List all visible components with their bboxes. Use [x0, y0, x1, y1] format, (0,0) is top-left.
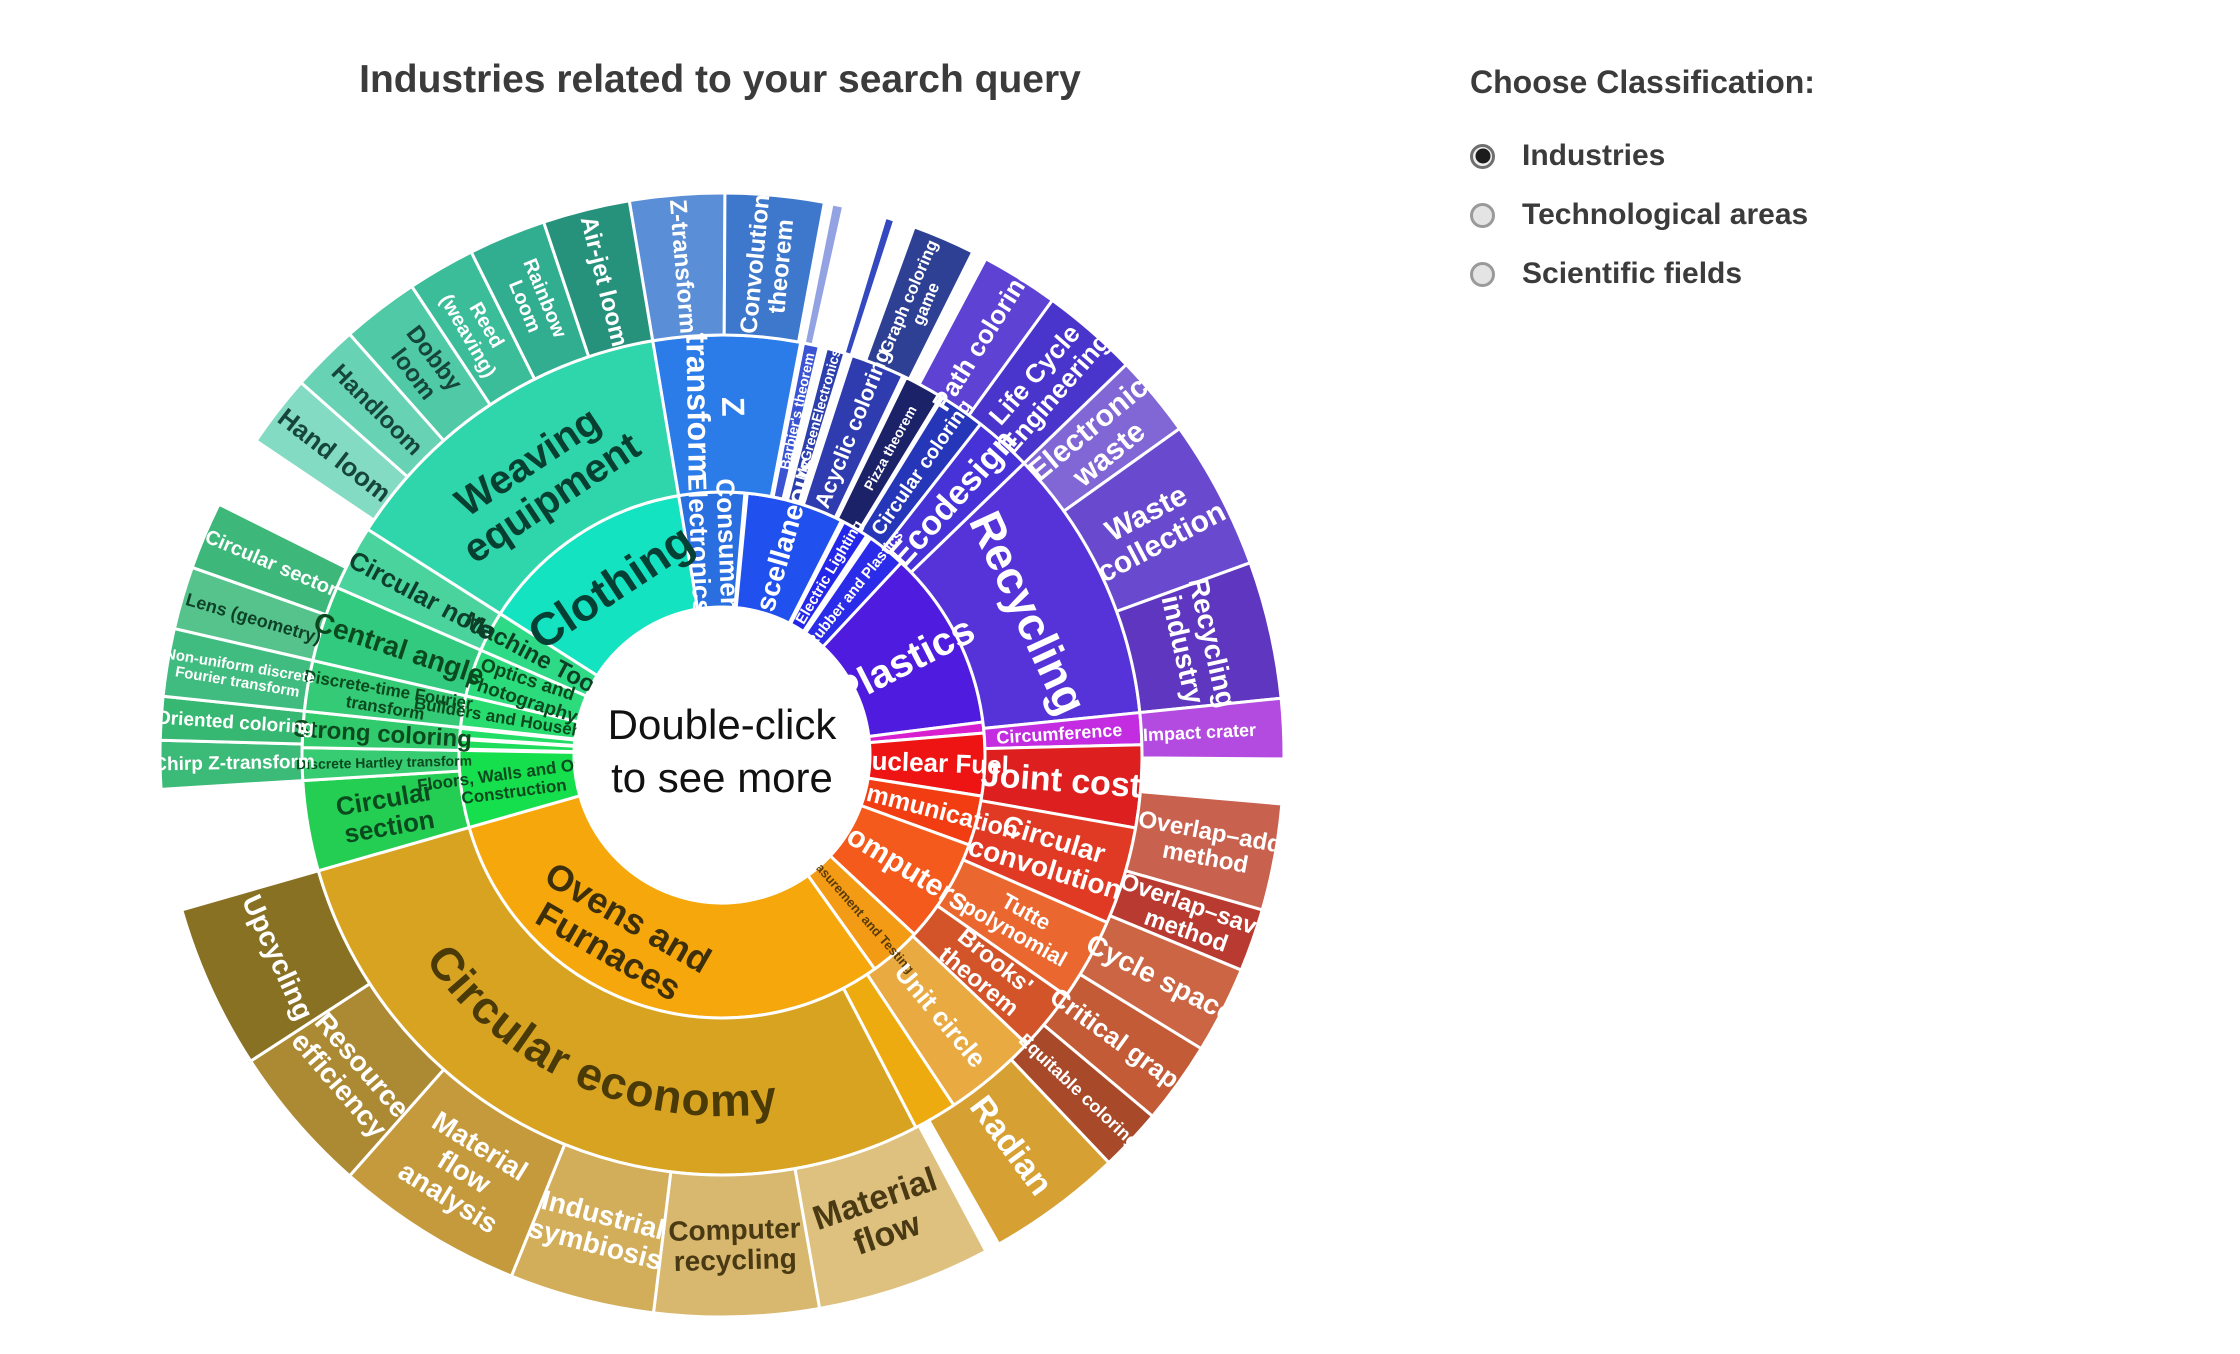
sunburst-center[interactable]	[574, 607, 870, 903]
radio-option-scientific-fields[interactable]: Scientific fields	[1470, 257, 1815, 291]
radio-button-industries[interactable]	[1470, 143, 1495, 169]
chart-title: Industries related to your search query	[359, 58, 1081, 101]
segment-radian[interactable]	[927, 1058, 1111, 1246]
classification-panel: Choose Classification: Industries Techno…	[1470, 64, 1815, 316]
radio-option-technological-areas[interactable]: Technological areas	[1470, 198, 1815, 232]
radio-label-industries[interactable]: Industries	[1522, 139, 1666, 172]
classification-heading: Choose Classification:	[1470, 64, 1815, 100]
radio-option-industries[interactable]: Industries	[1470, 139, 1815, 173]
segment-circular-sector[interactable]	[190, 502, 348, 617]
radio-label-scientific-fields[interactable]: Scientific fields	[1522, 257, 1743, 290]
segment-air-jet-loom[interactable]	[542, 199, 655, 359]
segment-sliver-blue[interactable]	[842, 215, 897, 357]
radio-button-scientific-fields[interactable]	[1470, 261, 1495, 287]
segment-upcycling[interactable]	[180, 869, 372, 1063]
radio-label-technological-areas[interactable]: Technological areas	[1522, 198, 1809, 231]
segment-sliver-periwinkle[interactable]	[802, 202, 846, 347]
radio-button-technological-areas[interactable]	[1470, 202, 1495, 228]
segment-impact-crater[interactable]	[1138, 696, 1286, 761]
segment-chirp-z-transform[interactable]	[158, 738, 305, 791]
segment-graph-coloring-game[interactable]	[864, 225, 975, 381]
segment-convolution-theorem[interactable]	[722, 191, 826, 344]
segment-computer-recycling[interactable]	[652, 1167, 822, 1319]
